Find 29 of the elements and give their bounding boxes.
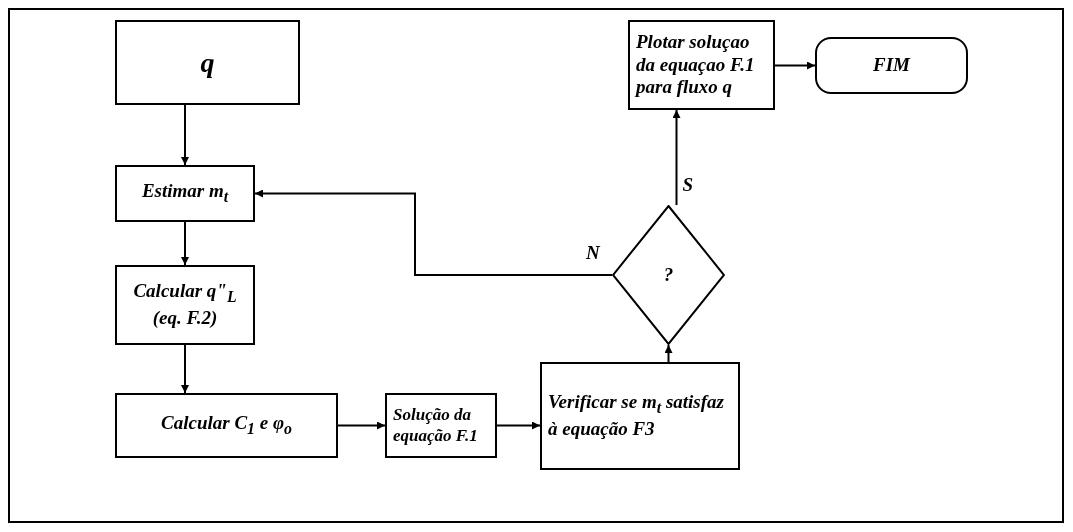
process-box	[115, 393, 338, 458]
arrow	[181, 221, 189, 266]
arrow	[672, 109, 681, 206]
arrow	[254, 189, 613, 276]
node-text: ?	[662, 263, 675, 287]
decision-diamond	[612, 205, 725, 345]
arrow	[774, 61, 816, 70]
process-box	[385, 393, 497, 458]
process-box	[115, 165, 255, 222]
node-text: Verificar se m$_{t}$ satisfaz à equação F3	[547, 391, 725, 441]
node-text: Solução da equação F.1	[392, 405, 479, 446]
node-text: q	[199, 45, 216, 80]
arrow	[496, 421, 541, 430]
arrow	[337, 421, 386, 430]
node-text: Calcular q"$_{L}$ (eq. F.2)	[132, 280, 238, 330]
node-text: Calcular C$_{1}$ e φ$_{o}$	[160, 412, 293, 439]
node-text: FIM	[872, 54, 912, 77]
process-box	[115, 20, 300, 105]
arrow	[181, 344, 189, 394]
process-box	[115, 265, 255, 345]
arrow	[664, 344, 673, 363]
node-text: Estimar m$_{t}$	[140, 180, 230, 207]
edge-label: N	[584, 243, 602, 262]
process-box	[540, 362, 740, 470]
edge-label: S	[680, 175, 696, 194]
process-box	[628, 20, 775, 110]
arrow	[181, 104, 189, 166]
node-text: Plotar soluçao da equaçao F.1 para fluxo q	[633, 30, 756, 100]
terminal-box	[815, 37, 968, 94]
